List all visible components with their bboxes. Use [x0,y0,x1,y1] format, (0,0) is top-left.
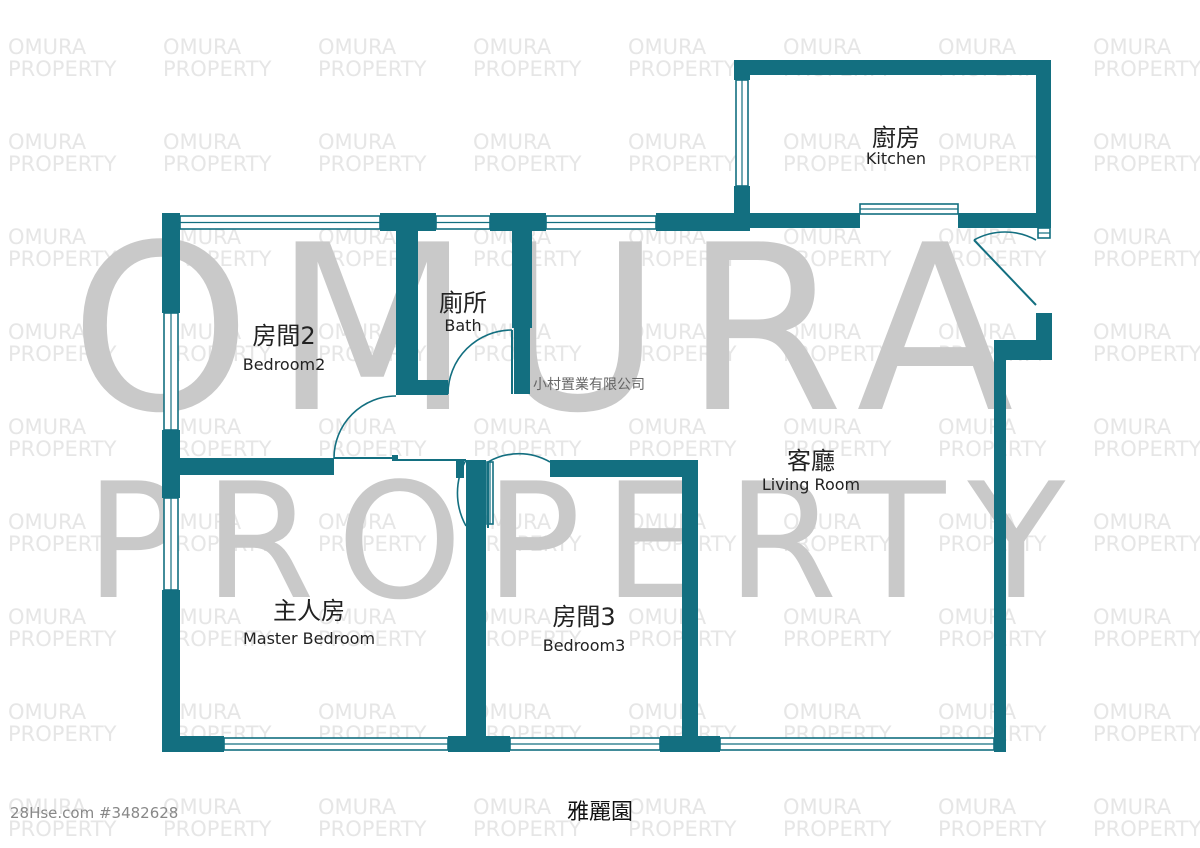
bath-label-zh: 廁所 [439,289,487,317]
living-label-zh: 客廳 [787,447,835,475]
bedroom3-label-zh: 房間3 [552,603,616,631]
estate-name: 雅麗園 [566,800,634,825]
wall-segment [734,60,750,80]
wall-segment [512,213,532,328]
door-swing [456,459,467,527]
kitchen-label-zh: 廚房 [872,124,920,152]
wall-segment [466,460,486,752]
wall-segment [396,213,418,395]
wall-segment [958,213,1051,228]
wall-segment [162,213,180,313]
door-swing [447,329,513,395]
bath-label-en: Bath [444,316,482,335]
wall-segment [162,590,180,752]
windows [163,79,1051,751]
door-swing [487,452,551,463]
wall-segment [396,380,448,395]
wall-segment [734,60,1050,75]
wall-segment [162,458,334,475]
wall-segment [1036,313,1052,360]
door-swing [333,395,397,459]
living-label-en: Living Room [761,475,861,494]
listing-reference: 28Hse.com #3482628 [10,804,179,822]
doors [333,231,1037,528]
bedroom3-label-en: Bedroom3 [542,636,626,655]
master-label-en: Master Bedroom [242,629,376,648]
wall-segment [682,460,698,752]
watermark-omura: OMURA [70,197,1036,464]
wall-segment [994,347,1006,752]
walls [162,60,1052,752]
watermark-property: PROPERTY [85,448,1088,635]
door-swing [973,231,1037,241]
wall-segment [1036,60,1051,228]
wall-segment [162,736,224,752]
kitchen-label-en: Kitchen [865,149,927,168]
bedroom2-label-en: Bedroom2 [242,355,326,374]
agency-name: 小村置業有限公司 [533,377,645,393]
wall-segment [750,213,860,228]
wall-segment [550,460,698,477]
door-leaf [973,239,1037,306]
wall-segment [456,460,464,478]
master-label-zh: 主人房 [273,597,345,625]
wall-segment [514,328,530,394]
bedroom2-label-zh: 房間2 [252,322,316,350]
wall-segment [656,213,750,231]
